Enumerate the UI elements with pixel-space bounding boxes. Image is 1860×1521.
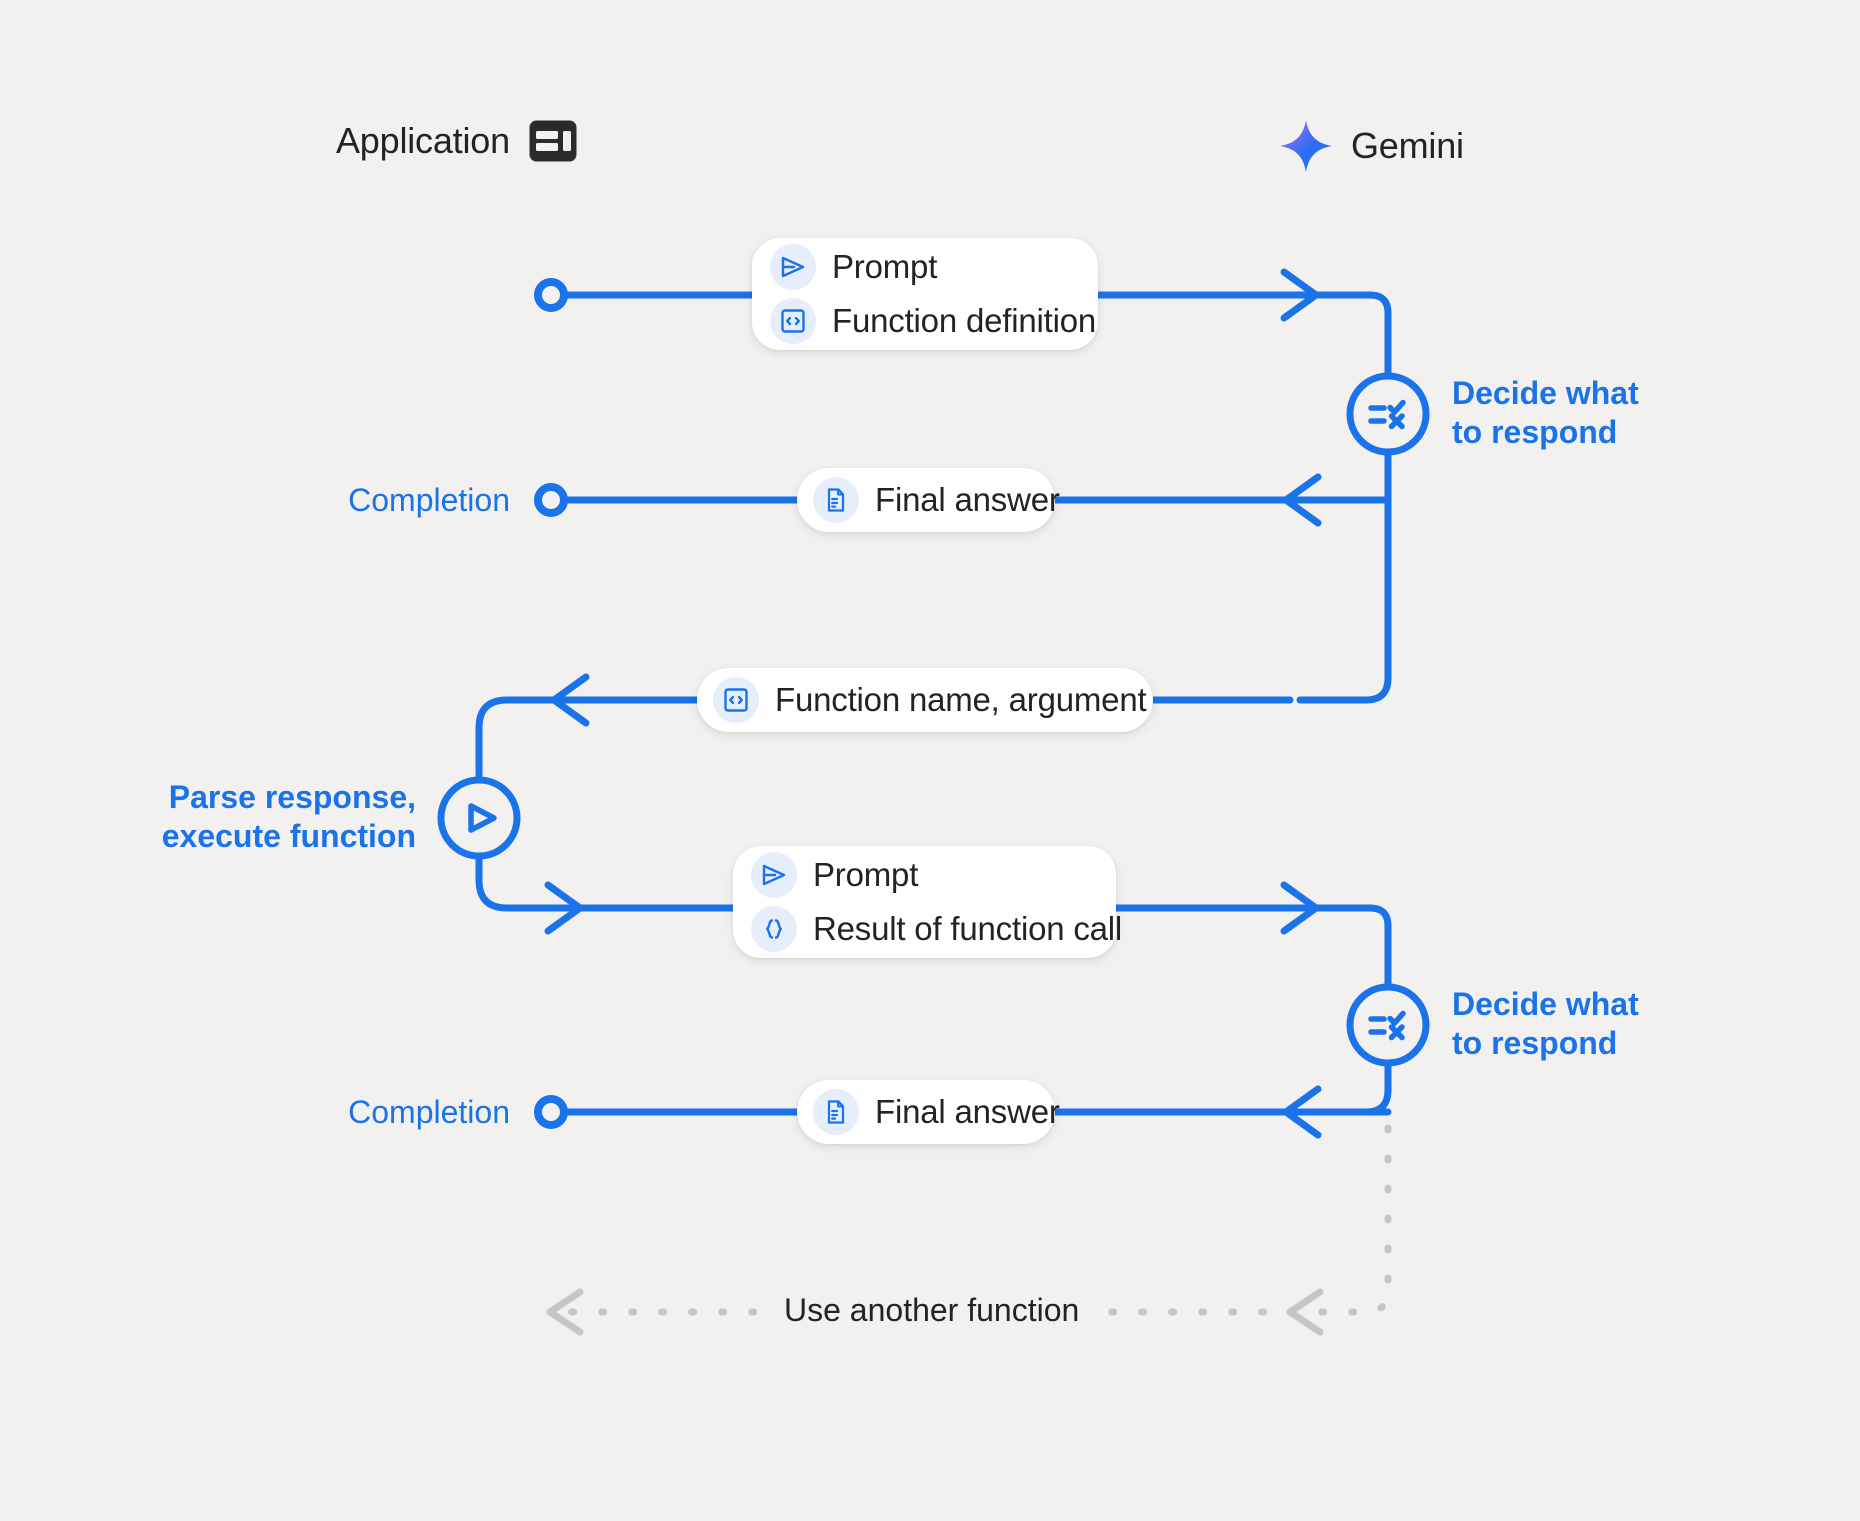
node-decide-2[interactable] — [1345, 982, 1431, 1073]
card-row-label: Prompt — [832, 247, 938, 285]
code-brackets-icon — [713, 677, 759, 723]
document-icon — [813, 1089, 859, 1135]
play-execute-icon — [437, 776, 521, 860]
card-row: Prompt — [770, 244, 1068, 290]
actor-gemini: Gemini — [1279, 119, 1464, 173]
send-prompt-icon — [770, 244, 816, 290]
card-row-label: Final answer — [875, 1092, 1060, 1130]
message-card-final-answer-2[interactable]: Final answer — [797, 1080, 1060, 1144]
card-row-label: Function definition — [832, 301, 1097, 339]
card-row: Result of function call — [751, 906, 1122, 952]
node-decide-2-label: Decide what to respond — [1452, 986, 1639, 1062]
card-row-label: Function name, argument — [775, 680, 1147, 718]
document-icon — [813, 477, 859, 523]
actor-application: Application — [336, 119, 578, 163]
curly-braces-icon — [751, 906, 797, 952]
loop-label-use-another-function: Use another function — [768, 1292, 1096, 1329]
completion-label-1: Completion — [348, 482, 510, 518]
message-card-final-answer-1[interactable]: Final answer — [797, 468, 1060, 532]
card-row: Function name, argument — [713, 677, 1147, 723]
card-row-label: Result of function call — [813, 909, 1123, 947]
application-window-icon — [528, 119, 578, 163]
card-row: Final answer — [813, 1089, 1060, 1135]
gemini-sparkle-icon — [1279, 119, 1333, 173]
message-card-prompt-result-of-function-call[interactable]: Prompt Result of function call — [733, 846, 1122, 958]
card-row-label: Prompt — [813, 855, 919, 893]
checklist-decide-icon — [1346, 983, 1430, 1067]
card-row: Final answer — [813, 477, 1060, 523]
card-row: Function definition — [770, 298, 1096, 344]
message-card-prompt-function-definition[interactable]: Prompt Function definition — [752, 238, 1098, 350]
card-row-label: Final answer — [875, 480, 1060, 518]
actor-application-label: Application — [336, 120, 510, 161]
node-parse-execute[interactable] — [436, 775, 522, 866]
card-row: Prompt — [751, 852, 1086, 898]
actor-gemini-label: Gemini — [1351, 125, 1464, 166]
node-decide-1-label: Decide what to respond — [1452, 375, 1639, 451]
checklist-decide-icon — [1346, 372, 1430, 456]
completion-label-2: Completion — [348, 1094, 510, 1130]
node-parse-execute-label: Parse response, execute function — [161, 779, 416, 855]
message-card-function-name-argument[interactable]: Function name, argument — [697, 668, 1153, 732]
node-decide-1[interactable] — [1345, 371, 1431, 462]
send-prompt-icon — [751, 852, 797, 898]
code-brackets-icon — [770, 298, 816, 344]
